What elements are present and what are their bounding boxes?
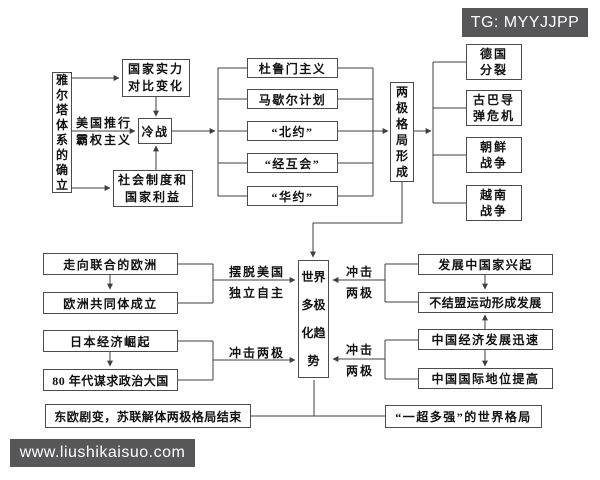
node-china-status: 中国国际地位提高 xyxy=(418,368,553,389)
node-social-system-line1: 社会制度和 xyxy=(117,172,188,187)
node-nato: “北约” xyxy=(247,121,338,141)
label-impact-top-right-line1: 冲击 xyxy=(345,265,374,279)
label-impact-bottom-right-line1: 冲击 xyxy=(345,343,374,357)
node-germany-split: 德国 分裂 xyxy=(466,44,522,80)
label-impact-bottom-right-line2: 两极 xyxy=(345,364,374,378)
node-non-aligned-movement: 不结盟运动形成发展 xyxy=(418,292,553,313)
node-national-power: 国家实力 对比变化 xyxy=(122,59,190,97)
node-national-power-line2: 对比变化 xyxy=(127,79,184,93)
node-comecon: “经互会” xyxy=(247,153,338,173)
node-multipolar-trend: 世界多极化趋势 xyxy=(298,260,329,378)
label-impact-top-right: 冲击 两极 xyxy=(343,266,377,300)
connector-elbow xyxy=(310,182,403,258)
node-yalta-system: 雅尔塔体系的确立 xyxy=(52,72,72,193)
node-japan-economy: 日本经济崛起 xyxy=(43,330,178,352)
node-cuban-missile-crisis-line1: 古巴导 xyxy=(472,93,515,107)
node-social-system-line2: 国家利益 xyxy=(124,189,181,204)
node-marshall-plan: 马歇尔计划 xyxy=(247,89,338,109)
node-japan-political-power: 80 年代谋求政治大国 xyxy=(43,369,178,391)
node-germany-split-line1: 德国 xyxy=(479,47,508,61)
label-independence-line1: 摆脱美国 xyxy=(228,265,285,279)
tg-badge: TG: MYYJJPP xyxy=(462,8,588,37)
label-us-hegemony-line2: 霸权主义 xyxy=(75,133,132,147)
node-developing-countries: 发展中国家兴起 xyxy=(418,254,553,275)
node-germany-split-line2: 分裂 xyxy=(479,63,508,77)
node-soviet-collapse: 东欧剧变，苏联解体两极格局结束 xyxy=(45,404,251,428)
node-warsaw-pact: “华约” xyxy=(247,186,338,206)
node-bipolar-formation: 两极格局形成 xyxy=(390,82,414,182)
node-truman-doctrine: 杜鲁门主义 xyxy=(247,58,338,78)
node-vietnam-war-line1: 越南 xyxy=(479,188,508,202)
watermark: www.liushikaisuo.com xyxy=(10,439,195,467)
node-social-system: 社会制度和 国家利益 xyxy=(113,170,193,207)
node-cold-war: 冷战 xyxy=(138,118,172,144)
node-cuban-missile-crisis: 古巴导 弹危机 xyxy=(466,90,522,126)
label-impact-bottom-right: 冲击 两极 xyxy=(343,344,377,378)
node-european-community: 欧洲共同体成立 xyxy=(43,292,178,314)
node-vietnam-war: 越南 战争 xyxy=(466,185,522,221)
label-impact-top-right-line2: 两极 xyxy=(345,286,374,300)
label-independence-line2: 独立自主 xyxy=(228,286,285,300)
node-cuban-missile-crisis-line2: 弹危机 xyxy=(472,109,515,123)
label-us-hegemony: 美国推行 霸权主义 xyxy=(74,117,134,147)
node-korean-war: 朝鲜 战争 xyxy=(466,137,522,173)
label-us-hegemony-line1: 美国推行 xyxy=(75,116,132,130)
node-national-power-line1: 国家实力 xyxy=(127,62,184,76)
label-independence: 摆脱美国 独立自主 xyxy=(228,266,286,300)
node-europe-union: 走向联合的欧洲 xyxy=(43,253,178,275)
label-impact-left: 冲击两极 xyxy=(228,346,285,360)
node-korean-war-line2: 战争 xyxy=(479,156,508,170)
node-vietnam-war-line2: 战争 xyxy=(479,204,508,218)
node-china-economy: 中国经济发展迅速 xyxy=(418,329,553,350)
node-one-super-many-strong: “一超多强”的世界格局 xyxy=(385,405,542,428)
node-korean-war-line1: 朝鲜 xyxy=(479,140,508,154)
